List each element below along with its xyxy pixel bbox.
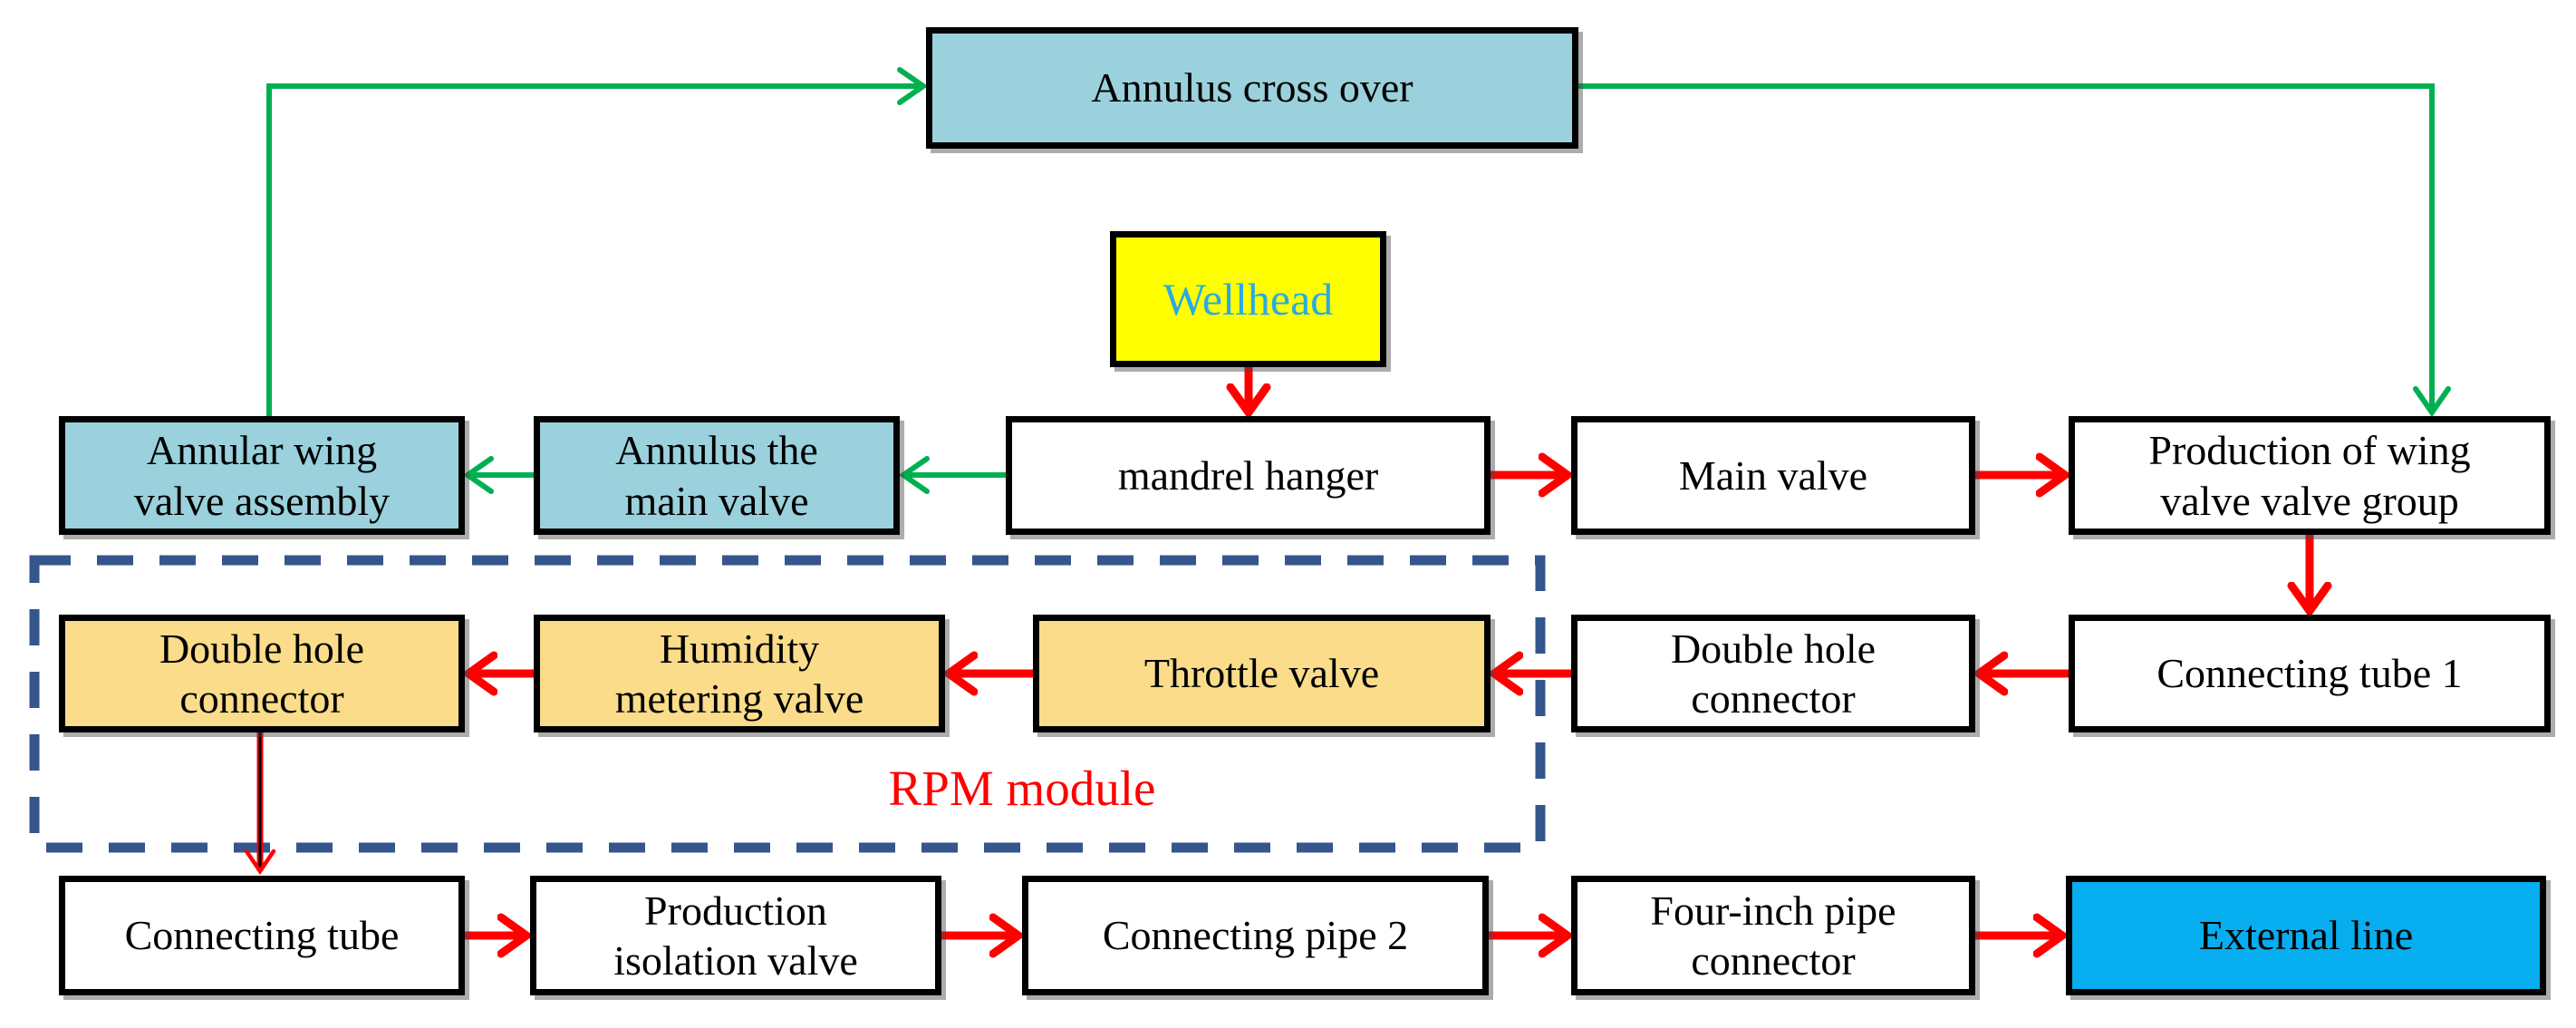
node-label: External line — [2198, 912, 2414, 959]
node-double-hole-connector-right: Double hole connector — [1571, 615, 1975, 732]
node-double-hole-connector-left: Double hole connector — [59, 615, 465, 732]
node-label: Wellhead — [1163, 274, 1334, 325]
node-main-valve: Main valve — [1571, 416, 1975, 535]
node-throttle-valve: Throttle valve — [1033, 615, 1491, 732]
node-connecting-tube-1: Connecting tube 1 — [2069, 615, 2551, 732]
node-label: Double hole connector — [159, 625, 365, 722]
node-annulus-cross-over: Annulus cross over — [926, 27, 1578, 149]
node-label: Annulus the main valve — [615, 427, 818, 524]
node-label: Double hole connector — [1670, 625, 1877, 722]
node-mandrel-hanger: mandrel hanger — [1006, 416, 1491, 535]
node-humidity-metering-valve: Humidity metering valve — [534, 615, 945, 732]
node-label: Humidity metering valve — [614, 625, 864, 722]
node-production-isolation-valve: Production isolation valve — [530, 876, 941, 995]
node-label: Connecting tube — [124, 912, 400, 959]
rpm-module-dashed-border — [29, 555, 1546, 853]
node-label: Connecting tube 1 — [2156, 650, 2463, 697]
node-label: Annular wing valve assembly — [133, 427, 391, 524]
edge-annulus-cross-over-to-production-wing-group — [1578, 83, 2451, 418]
rpm-module-label: RPM module — [888, 761, 1156, 816]
node-label: Main valve — [1678, 451, 1868, 499]
node-label: mandrel hanger — [1117, 451, 1379, 499]
node-external-line: External line — [2066, 876, 2546, 995]
node-annulus-the-main-valve: Annulus the main valve — [534, 416, 900, 535]
node-label: Throttle valve — [1143, 650, 1380, 697]
node-wellhead: Wellhead — [1110, 231, 1386, 367]
node-label: Connecting pipe 2 — [1102, 912, 1409, 959]
node-label: Annulus cross over — [1091, 64, 1413, 112]
node-label: Production of wing valve valve group — [2148, 427, 2471, 524]
node-connecting-pipe-2: Connecting pipe 2 — [1022, 876, 1489, 995]
node-production-of-wing-valve-valve-group: Production of wing valve valve group — [2069, 416, 2551, 535]
node-label: Four-inch pipe connector — [1650, 887, 1896, 984]
edge-annular-wing-to-annulus-cross-over — [266, 67, 929, 416]
node-four-inch-pipe-connector: Four-inch pipe connector — [1571, 876, 1975, 995]
node-label: Production isolation valve — [613, 887, 858, 984]
node-connecting-tube: Connecting tube — [59, 876, 465, 995]
node-annular-wing-valve-assembly: Annular wing valve assembly — [59, 416, 465, 535]
